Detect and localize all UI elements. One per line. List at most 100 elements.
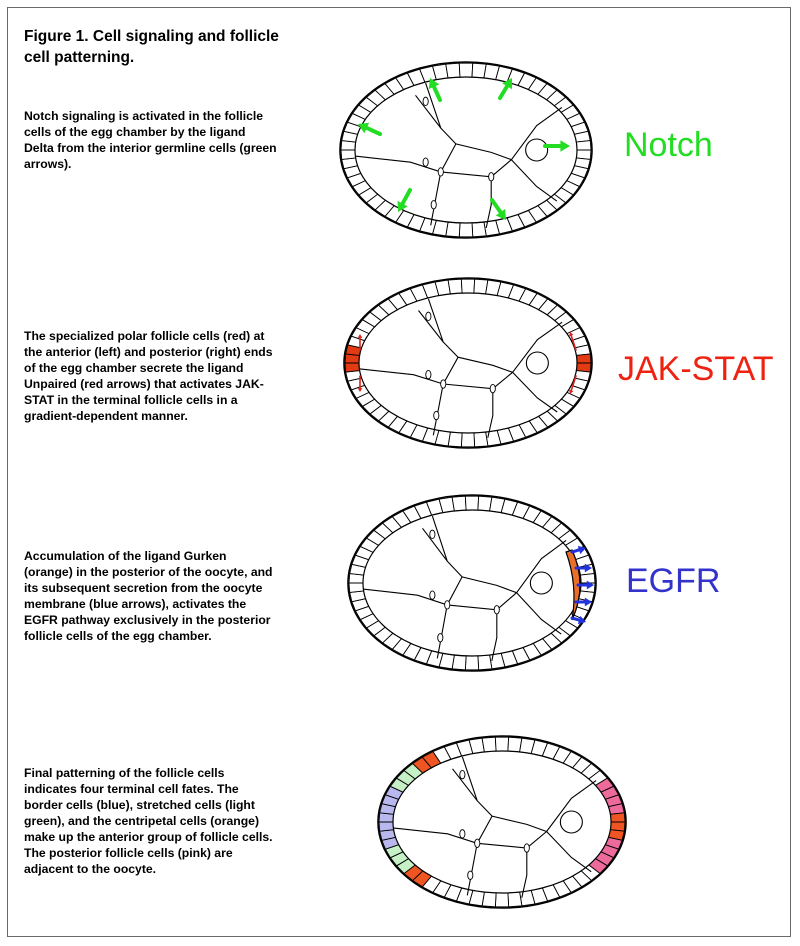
egg-chamber (347, 494, 597, 672)
follicle-layer-inner-outline (362, 509, 582, 657)
ring-canal (493, 605, 500, 615)
red-arrow-head (569, 332, 574, 337)
green-arrow (364, 125, 382, 136)
ring-canal (425, 370, 432, 380)
blue-arrow-head (584, 563, 592, 573)
figure-title-line: cell patterning. (24, 49, 135, 66)
notch-description: Notch signaling is activated in the foll… (24, 108, 277, 172)
nurse-cell-boundary (510, 106, 563, 161)
nurse-cell-boundary (485, 176, 492, 229)
nurse-cell-boundary (512, 371, 558, 413)
nurse-cell-boundary (466, 843, 478, 896)
red-arrow-head (357, 388, 363, 392)
ring-canal (459, 770, 466, 780)
follicle-layer-inner-outline (358, 292, 578, 434)
figure-title: Figure 1. Cell signaling and follicle ce… (24, 26, 344, 68)
figure-title-line: Figure 1. Cell signaling and follicle (24, 28, 279, 45)
oocyte-nucleus (559, 810, 583, 834)
description-line: Final patterning of the follicle cells (24, 766, 225, 780)
red-arrow (570, 375, 577, 392)
ring-canal (459, 829, 466, 839)
description-line: The specialized polar follicle cells (re… (24, 329, 265, 343)
jakstat-description: The specialized polar follicle cells (re… (24, 328, 273, 424)
egfr-description: Accumulation of the ligand Gurken (orang… (24, 548, 273, 644)
notch-label: Notch (624, 126, 713, 164)
nurse-cell-boundary (491, 609, 498, 662)
egg-chamber (377, 735, 627, 909)
follicle-cell (481, 736, 497, 753)
blue-arrow (570, 548, 581, 554)
description-line: STAT in the terminal follicle cells in a (24, 393, 238, 407)
nurse-cell-boundary (422, 527, 448, 562)
follicle-layer-inner-outline (354, 76, 578, 224)
ring-canal (467, 870, 474, 880)
egfr-label: EGFR (626, 562, 721, 600)
follicle-layer-inner-outline (392, 750, 612, 894)
red-arrow-head (569, 389, 574, 394)
nurse-cell-boundary (418, 310, 444, 343)
blue-arrow-head (584, 597, 592, 607)
description-line: membrane (blue arrows), activates the (24, 597, 247, 611)
ring-canal (488, 172, 495, 182)
nurse-cell-boundary (358, 356, 459, 385)
nurse-cell-boundary (432, 383, 444, 436)
oocyte-nucleus (525, 351, 549, 375)
nurse-cell-boundary (516, 539, 567, 594)
oocyte-nucleus (529, 571, 553, 595)
follicle-cell (507, 891, 523, 908)
nurse-cell-boundary (362, 576, 463, 606)
ring-canal (425, 311, 432, 321)
nurse-cell-boundary (430, 171, 442, 226)
description-line: Accumulation of the ligand Gurken (24, 549, 227, 563)
blue-arrow-head (577, 615, 586, 625)
follicle-cell (378, 821, 395, 832)
nurse-cell-boundary (415, 94, 442, 129)
ring-canal (433, 410, 440, 421)
ring-canal (430, 200, 437, 210)
egg-chamber (343, 277, 593, 449)
red-arrow (570, 334, 577, 351)
ring-canal (437, 167, 444, 177)
green-arrow-head (495, 208, 506, 220)
description-line: follicle cells of the egg chamber. (24, 629, 212, 643)
description-line: Delta from the interior germline cells (… (24, 141, 277, 155)
description-line: gradient-dependent manner. (24, 409, 188, 423)
egg-chamber (339, 61, 593, 239)
green-arrow (400, 188, 412, 206)
ring-canal (489, 384, 496, 394)
blue-arrow (570, 616, 581, 622)
ring-canal (429, 529, 436, 539)
description-line: The posterior follicle cells (pink) are (24, 846, 233, 860)
nurse-cell-boundary (546, 780, 597, 832)
description-line: EGFR pathway exclusively in the posterio… (24, 613, 271, 627)
green-arrow-head (358, 122, 370, 134)
nurse-cell-boundary (521, 848, 528, 898)
ring-canal (422, 157, 429, 167)
blue-arrow-head (586, 580, 594, 590)
green-arrow-head (560, 140, 570, 152)
follicle-cell (494, 736, 510, 752)
ring-canal (440, 379, 447, 389)
nurse-cell-boundary (392, 815, 493, 844)
follicle-cell (609, 812, 626, 823)
description-line: (orange) in the posterior of the oocyte,… (24, 565, 273, 579)
description-line: of the egg chamber secrete the ligand (24, 361, 244, 375)
description-line: arrows). (24, 157, 72, 171)
figure-frame (7, 7, 791, 937)
nurse-cell-boundary (516, 592, 562, 635)
green-arrow (498, 84, 510, 100)
description-line: indicates four terminal cell fates. The (24, 782, 239, 796)
ring-canal (523, 843, 530, 853)
nurse-cell-boundary (436, 604, 448, 659)
description-line: make up the anterior group of follicle c… (24, 830, 273, 844)
description-line: cells of the egg chamber by the ligand (24, 125, 246, 139)
green-arrow-head (428, 78, 440, 90)
description-line: its subsequent secretion from the oocyte (24, 581, 263, 595)
description-line: the anterior (left) and posterior (right… (24, 345, 273, 359)
nurse-cell-boundary (510, 159, 558, 202)
red-arrow-head (357, 334, 363, 338)
